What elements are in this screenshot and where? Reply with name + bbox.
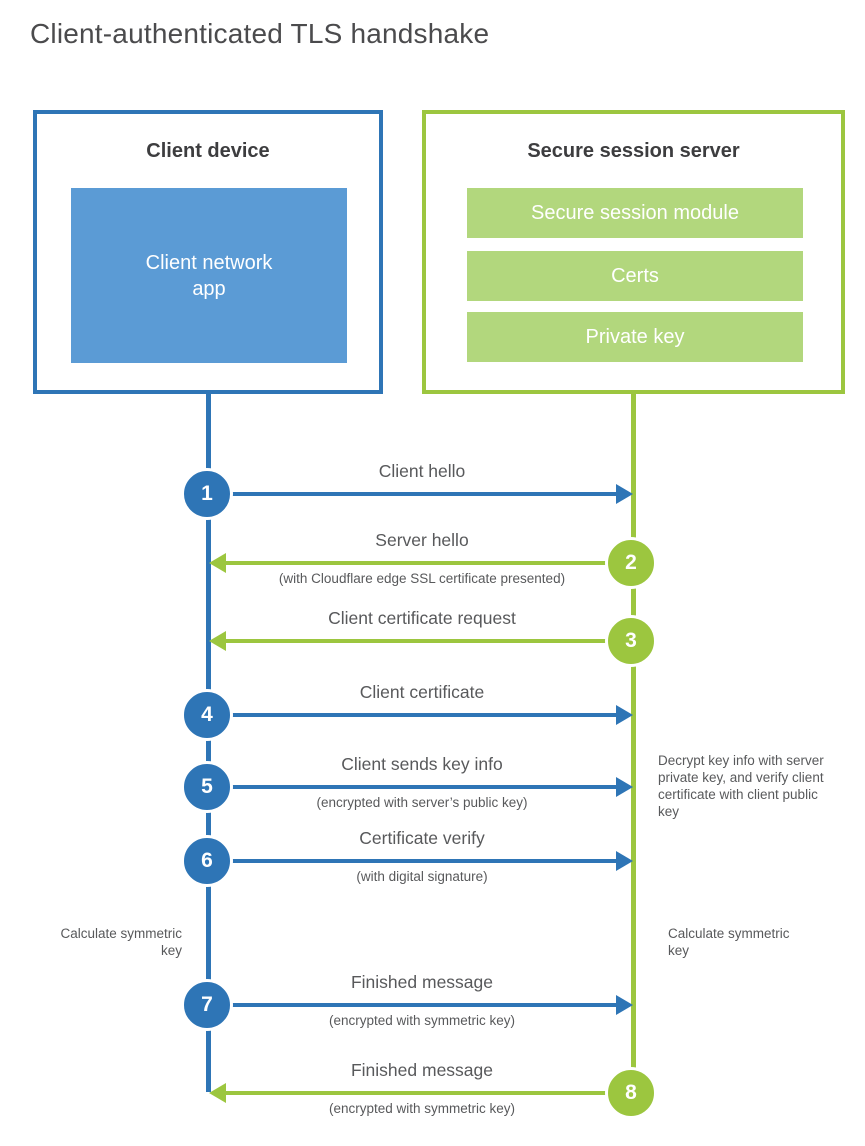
- server-module-bar: Private key: [467, 312, 803, 362]
- arrow-line: [210, 1003, 619, 1007]
- step-sublabel: (encrypted with symmetric key): [328, 1013, 516, 1028]
- arrow-head-right-icon: [616, 995, 633, 1015]
- client-network-app-label: Client network app: [145, 251, 273, 300]
- client-device-title: Client device: [146, 140, 270, 162]
- step-number: 2: [625, 551, 637, 574]
- step-sublabel: (encrypted with symmetric key): [328, 1101, 516, 1116]
- step-number: 3: [625, 629, 637, 652]
- arrow-line: [210, 859, 619, 863]
- arrow-head-right-icon: [616, 851, 633, 871]
- step-sublabel: (with Cloudflare edge SSL certificate pr…: [278, 571, 566, 586]
- arrow-line: [210, 492, 619, 496]
- arrow-line: [210, 713, 619, 717]
- arrow-line: [224, 1091, 632, 1095]
- server-module-label: Private key: [585, 325, 685, 348]
- step-number-badge: 3: [605, 615, 657, 667]
- server-lifeline: [631, 394, 636, 1094]
- client-device-box: Client device Client network app: [33, 110, 383, 394]
- arrow-head-right-icon: [616, 705, 633, 725]
- secure-session-server-title: Secure session server: [527, 140, 740, 162]
- step-number-badge: 6: [181, 835, 233, 887]
- step-number: 5: [201, 775, 213, 798]
- step-label: Server hello: [375, 530, 469, 550]
- arrow-line: [224, 639, 632, 643]
- server-module-bar: Certs: [467, 251, 803, 301]
- arrow-head-right-icon: [616, 777, 633, 797]
- arrow-head-left-icon: [209, 631, 226, 651]
- step-sublabel: (with digital signature): [356, 869, 488, 884]
- step-number: 4: [201, 703, 213, 726]
- secure-session-server-box: Secure session server Secure session mod…: [422, 110, 845, 394]
- step-label: Client hello: [378, 461, 466, 481]
- server-calculate-note: Calculate symmetric key: [668, 926, 790, 958]
- step-number-badge: 7: [181, 979, 233, 1031]
- step-number: 8: [625, 1081, 637, 1104]
- arrow-head-left-icon: [209, 553, 226, 573]
- step-number-badge: 2: [605, 537, 657, 589]
- step-number-badge: 4: [181, 689, 233, 741]
- server-module-label: Certs: [611, 264, 659, 287]
- step-sublabel: (encrypted with server’s public key): [316, 795, 528, 810]
- step-number: 7: [201, 993, 213, 1016]
- server-decrypt-note: Decrypt key info with server private key…: [658, 753, 824, 819]
- step-label: Finished message: [350, 972, 494, 992]
- arrow-head-right-icon: [616, 484, 633, 504]
- step-label: Client sends key info: [341, 754, 503, 774]
- step-label: Client certificate request: [328, 608, 516, 628]
- arrow-line: [210, 785, 619, 789]
- arrow-line: [224, 561, 632, 565]
- step-number: 1: [201, 482, 213, 505]
- client-lifeline: [206, 394, 211, 1092]
- client-network-app-box: Client network app: [71, 188, 347, 363]
- step-number-badge: 5: [181, 761, 233, 813]
- arrow-head-left-icon: [209, 1083, 226, 1103]
- server-module-label: Secure session module: [531, 201, 739, 224]
- page-title: Client-authenticated TLS handshake: [30, 18, 490, 49]
- step-number: 6: [201, 849, 213, 872]
- step-number-badge: 1: [181, 468, 233, 520]
- server-module-bar: Secure session module: [467, 188, 803, 238]
- step-label: Client certificate: [359, 682, 485, 702]
- step-label: Certificate verify: [359, 828, 485, 848]
- step-label: Finished message: [350, 1060, 494, 1080]
- client-calculate-note: Calculate symmetric key: [60, 926, 182, 958]
- step-number-badge: 8: [605, 1067, 657, 1119]
